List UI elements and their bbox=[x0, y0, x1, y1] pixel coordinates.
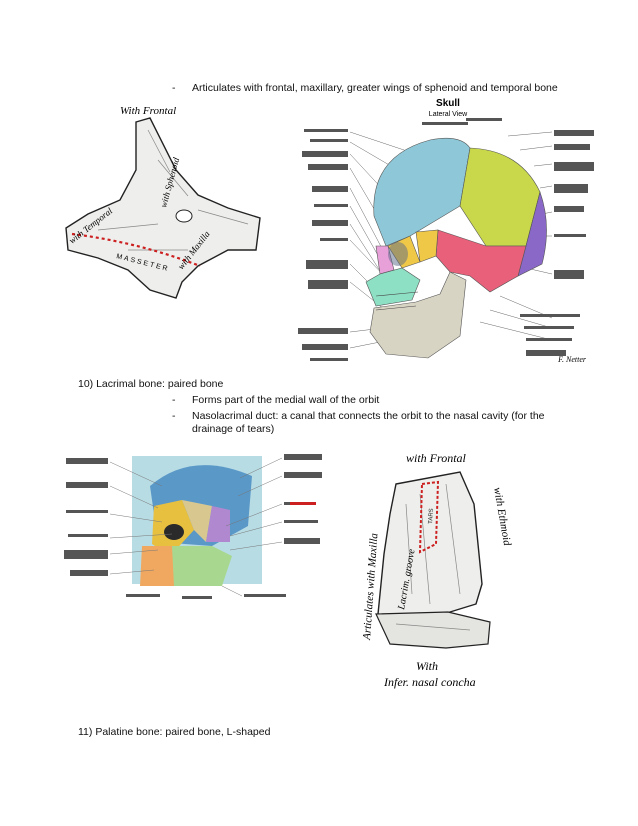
skull-lateral-view-figure: Skull Lateral View bbox=[298, 98, 594, 364]
section11-heading: 11) Palatine bone: paired bone, L-shaped bbox=[78, 726, 271, 738]
sphenoid-bone bbox=[415, 229, 439, 263]
bullet-text: Articulates with frontal, maxillary, gre… bbox=[192, 82, 558, 94]
lacrimal-crest-line bbox=[418, 480, 440, 554]
lacrimal-bone-shape bbox=[377, 471, 483, 631]
zygomaticofacial-foramen bbox=[175, 209, 193, 223]
skull-title: Skull bbox=[436, 98, 460, 109]
mandible bbox=[369, 271, 467, 359]
left-label-blocks bbox=[298, 129, 348, 361]
label-articulates-maxilla: Articulates with Maxilla bbox=[361, 532, 381, 641]
section10-bullet-1: - Forms part of the medial wall of the o… bbox=[172, 394, 379, 407]
label-tars: TARS bbox=[428, 508, 435, 524]
netter-signature: F. Netter bbox=[557, 355, 587, 364]
maxilla-orbital bbox=[158, 546, 232, 586]
orbit-leader-lines bbox=[109, 457, 283, 597]
orbit-medial-wall-figure bbox=[64, 454, 322, 599]
label-inferior-nasal-concha: Infer. nasal concha bbox=[383, 675, 476, 689]
teeth-lines bbox=[375, 291, 419, 311]
ethmoid-orbital bbox=[182, 500, 212, 542]
occipital-bone bbox=[517, 190, 547, 277]
descending-process bbox=[375, 611, 491, 649]
frontal-bone bbox=[373, 137, 471, 247]
label-with-frontal-lacrimal: with Frontal bbox=[406, 451, 467, 465]
right-label-blocks bbox=[520, 130, 594, 356]
temporal-bone bbox=[435, 229, 527, 293]
lacrimal-bone-figure: TARS with Frontal with Ethmoid Articulat… bbox=[361, 451, 513, 689]
bullet-text: Nasolacrimal duct: a canal that connects… bbox=[192, 410, 545, 435]
optic-canal bbox=[164, 524, 184, 540]
label-concha-with: With bbox=[416, 659, 438, 673]
skull-subtitle: Lateral View bbox=[429, 111, 468, 118]
lacrimal-label-highlight bbox=[290, 502, 316, 505]
zygomatic-bone-figure: With Frontal with Sphenoid with Temporal… bbox=[65, 105, 261, 299]
masseter-origin-line bbox=[71, 232, 201, 268]
zygomatic-bone-shape bbox=[65, 117, 261, 299]
label-with-ethmoid: with Ethmoid bbox=[491, 486, 513, 547]
label-with-frontal: With Frontal bbox=[120, 105, 176, 117]
maxilla bbox=[365, 267, 421, 307]
bone-hatching bbox=[97, 129, 249, 251]
bullet-dash: - bbox=[172, 82, 176, 94]
section10-heading: 10) Lacrimal bone: paired bone bbox=[78, 378, 224, 390]
lacrimal-bone-orbital bbox=[206, 506, 230, 542]
orbit bbox=[388, 242, 408, 266]
top-bullet: - Articulates with frontal, maxillary, g… bbox=[172, 82, 558, 95]
section10-bullet-2: - Nasolacrimal duct: a canal that connec… bbox=[172, 410, 552, 436]
bullet-text: Forms part of the medial wall of the orb… bbox=[192, 394, 380, 406]
bullet-dash: - bbox=[172, 410, 176, 422]
zygomatic-orbital bbox=[140, 546, 174, 586]
parietal-bone bbox=[459, 147, 541, 247]
bullet-dash: - bbox=[172, 394, 176, 406]
